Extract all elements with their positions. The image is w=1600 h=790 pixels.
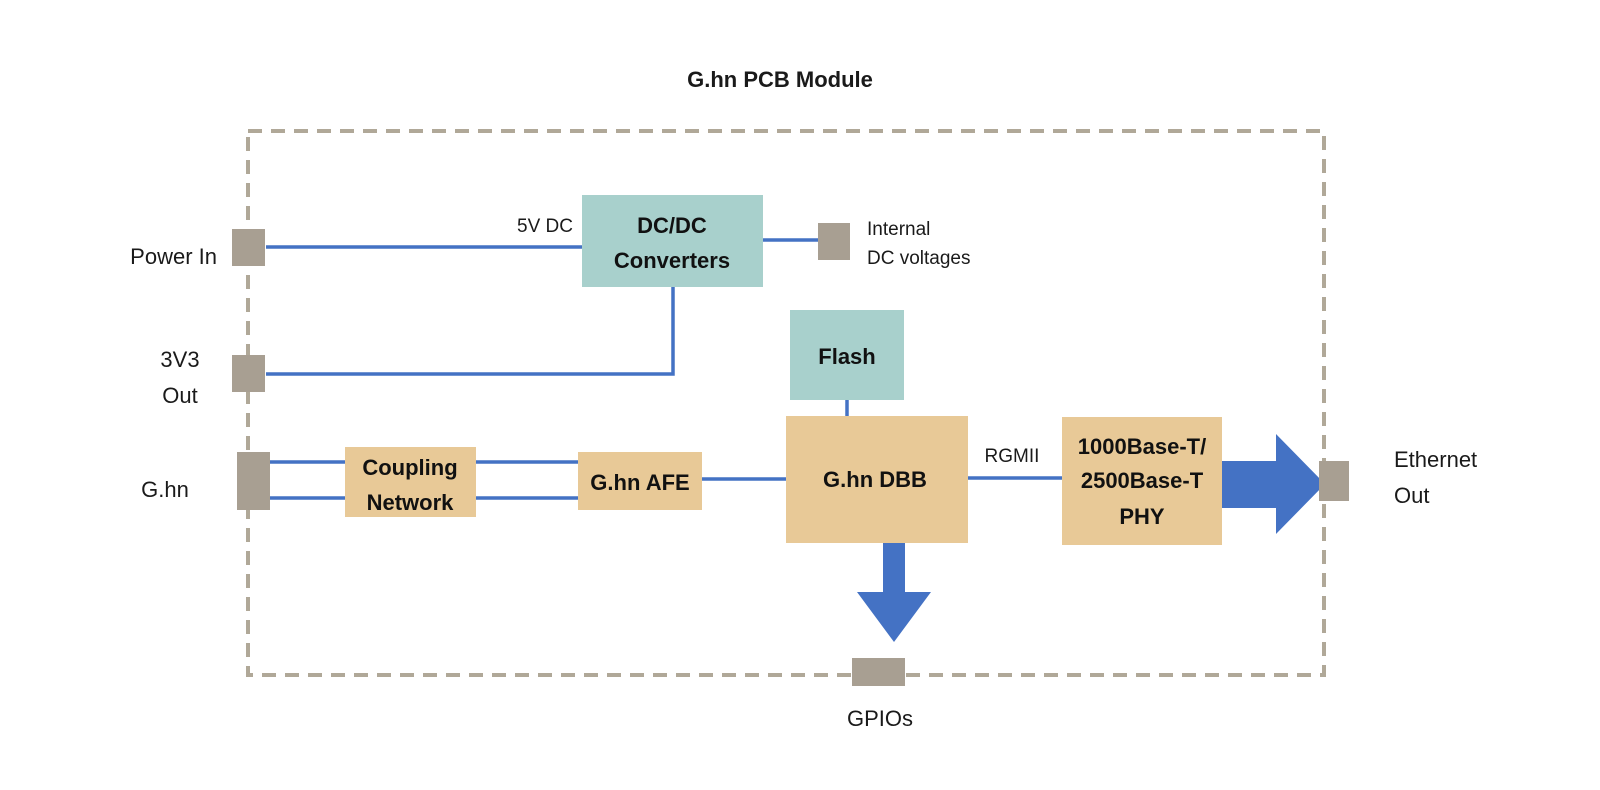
module-boundary (246, 129, 1326, 677)
afe-label: G.hn AFE (590, 470, 689, 495)
connectors (232, 223, 1349, 686)
five-v-dc-label: 5V DC (517, 216, 573, 237)
ghn-afe-block (578, 452, 702, 510)
coupling-label-line1: Coupling (362, 455, 457, 480)
3v3-label-line2: Out (162, 383, 197, 408)
diagram-title: G.hn PCB Module (687, 67, 873, 92)
phy-label-line1: 1000Base-T/ (1078, 434, 1206, 459)
3v3-out-connector (232, 355, 265, 392)
ethernet-label-line2: Out (1394, 483, 1429, 508)
rgmii-label: RGMII (985, 446, 1040, 467)
internal-label-line1: Internal (867, 219, 930, 240)
dcdc-converters-block (582, 195, 763, 287)
gpio-connector (852, 658, 905, 686)
power-in-label: Power In (130, 244, 217, 269)
3v3-label-line1: 3V3 (160, 347, 199, 372)
phy-label-line3: PHY (1119, 504, 1165, 529)
internal-label-line2: DC voltages (867, 248, 971, 269)
internal-dc-connector (818, 223, 850, 260)
ethernet-label-line1: Ethernet (1394, 447, 1477, 472)
flash-block (790, 310, 904, 400)
ethernet-connector (1319, 461, 1349, 501)
flash-label: Flash (818, 344, 875, 369)
ethernet-arrow (1222, 434, 1325, 534)
phy-label-line2: 2500Base-T (1081, 468, 1204, 493)
phy-block (1062, 417, 1222, 545)
ghn-port-label: G.hn (141, 477, 189, 502)
3v3-out-line (266, 286, 675, 376)
gpio-arrow (857, 541, 931, 642)
dbb-label: G.hn DBB (823, 467, 927, 492)
ghn-connector (237, 452, 270, 510)
dcdc-label-line1: DC/DC (637, 213, 707, 238)
coupling-network-block (345, 447, 476, 517)
dcdc-label-line2: Converters (614, 248, 730, 273)
ghn-dbb-block (786, 416, 968, 543)
coupling-label-line2: Network (367, 490, 455, 515)
power-in-connector (232, 229, 265, 266)
gpios-label: GPIOs (847, 706, 913, 731)
